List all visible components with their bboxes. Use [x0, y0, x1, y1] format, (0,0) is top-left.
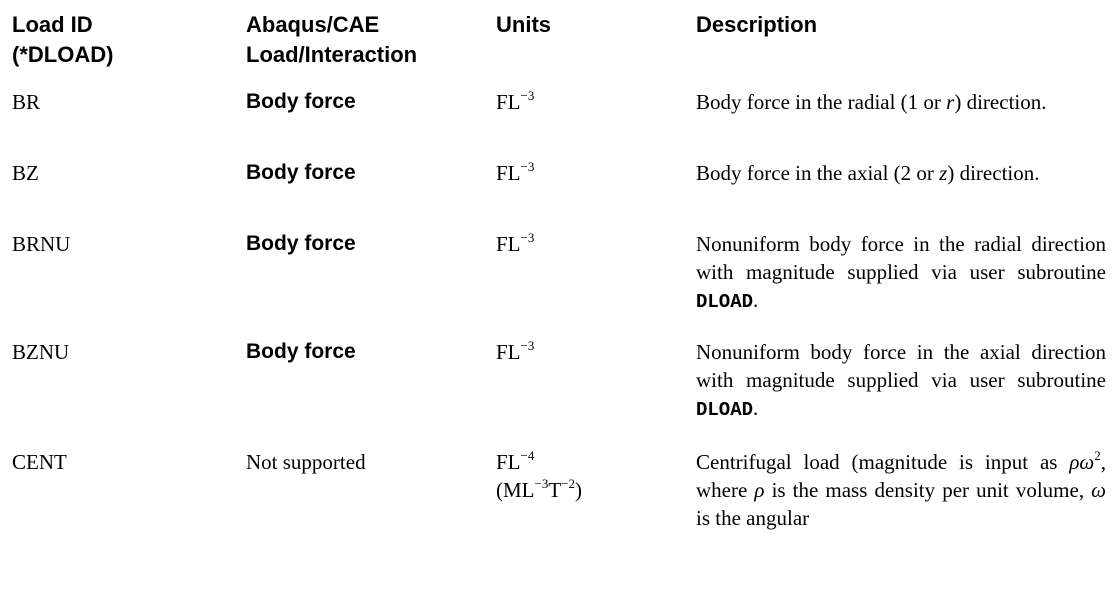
load-table: Load ID (*DLOAD) Abaqus/CAE Load/Interac… — [12, 10, 1112, 546]
row-load-id: BZNU — [12, 340, 70, 364]
units-base: FL — [496, 450, 521, 474]
description-text: Centrifugal load (magnitude is input as — [696, 450, 1070, 474]
description-variable: z — [939, 161, 948, 185]
row-description: Body force in the axial (2 or z) directi… — [696, 159, 1106, 187]
units-exponent: −3 — [520, 159, 535, 174]
header-cae-line1: Abaqus/CAE — [246, 12, 380, 37]
header-description-text: Description — [696, 12, 818, 37]
table-row: BZ Body force FL−3 Body force in the axi… — [12, 151, 1112, 224]
units-base: FL — [496, 90, 521, 114]
table-row: BRNU Body force FL−3 Nonuniform body for… — [12, 224, 1112, 330]
table-row: BZNU Body force FL−3 Nonuniform body for… — [12, 330, 1112, 436]
description-text: Body force in the axial (2 or — [696, 161, 940, 185]
row-units: FL−3 — [496, 88, 676, 116]
row-description: Centrifugal load (magnitude is input as … — [696, 448, 1106, 532]
units-exponent: −3 — [520, 338, 535, 353]
header-units-text: Units — [496, 12, 551, 37]
subroutine-name: DLOAD — [696, 399, 754, 421]
description-math-rho: ρ — [754, 478, 765, 502]
row-cae-load: Not supported — [246, 450, 366, 474]
row-load-id: BR — [12, 90, 41, 114]
row-cae-load: Body force — [246, 232, 356, 255]
row-units: FL−3 — [496, 159, 676, 187]
units-alt-exponent1: −3 — [534, 476, 549, 491]
description-text-end: . — [753, 288, 759, 312]
description-text-end: ) direction. — [954, 90, 1047, 114]
units-alt-exponent2: −2 — [561, 476, 576, 491]
description-variable: r — [946, 90, 955, 114]
units-base: FL — [496, 161, 521, 185]
row-cae-load: Body force — [246, 161, 356, 184]
units-alt-open: (ML — [496, 478, 535, 502]
description-math-square: 2 — [1094, 448, 1101, 463]
header-cae: Abaqus/CAE Load/Interaction — [246, 10, 466, 70]
units-alt-mid: T — [548, 478, 562, 502]
row-description: Body force in the radial (1 or r) direct… — [696, 88, 1106, 116]
description-math-omega: ω — [1091, 478, 1106, 502]
description-text-end: . — [753, 396, 759, 420]
row-cae-load: Body force — [246, 90, 356, 113]
row-cae-load: Body force — [246, 340, 356, 363]
table-header-row: Load ID (*DLOAD) Abaqus/CAE Load/Interac… — [12, 10, 1112, 78]
table-row: CENT Not supported FL−4 (ML−3T−2) Centri… — [12, 436, 1112, 546]
row-load-id: BRNU — [12, 232, 71, 256]
description-text: Body force in the radial (1 or — [696, 90, 947, 114]
subroutine-name: DLOAD — [696, 291, 754, 313]
header-load-id: Load ID (*DLOAD) — [12, 10, 232, 70]
units-primary: FL−4 — [496, 448, 676, 476]
header-load-id-line2: (*DLOAD) — [12, 42, 114, 67]
row-units: FL−3 — [496, 230, 676, 258]
header-cae-line2: Load/Interaction — [246, 42, 418, 67]
units-base: FL — [496, 340, 521, 364]
row-units: FL−4 (ML−3T−2) — [496, 448, 676, 504]
header-description: Description — [696, 10, 1106, 40]
units-alternate: (ML−3T−2) — [496, 476, 676, 504]
description-text: Nonuniform body force in the axial direc… — [696, 340, 1106, 392]
units-alt-close: ) — [575, 478, 583, 502]
row-description: Nonuniform body force in the axial direc… — [696, 338, 1106, 424]
description-text: Nonuniform body force in the radial dire… — [696, 232, 1106, 284]
description-text-2: , where — [696, 450, 1106, 502]
units-exponent: −3 — [520, 88, 535, 103]
description-text-4: is the angular — [696, 506, 810, 530]
header-units: Units — [496, 10, 676, 40]
description-text-3: is the mass density per unit volume, — [764, 478, 1092, 502]
row-units: FL−3 — [496, 338, 676, 366]
row-description: Nonuniform body force in the radial dire… — [696, 230, 1106, 316]
description-math-rho-omega: ρω — [1069, 450, 1095, 474]
units-exponent: −4 — [520, 448, 535, 463]
table-row: BR Body force FL−3 Body force in the rad… — [12, 78, 1112, 151]
units-base: FL — [496, 232, 521, 256]
row-load-id: BZ — [12, 161, 39, 185]
row-load-id: CENT — [12, 450, 67, 474]
header-load-id-line1: Load ID — [12, 12, 93, 37]
description-text-end: ) direction. — [947, 161, 1040, 185]
units-exponent: −3 — [520, 230, 535, 245]
